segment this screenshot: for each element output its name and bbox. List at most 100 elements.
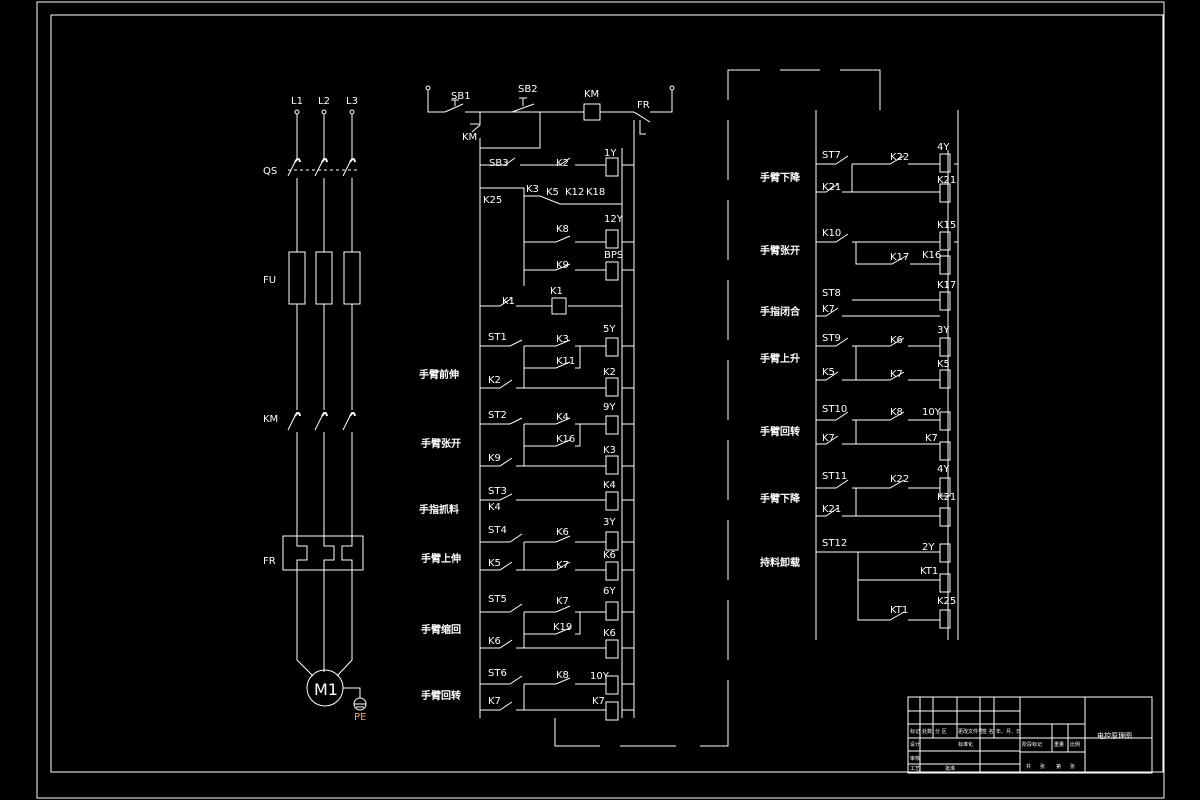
title-block-cells: 标记 处数 分 区 更改文件号 签 名 年、月、日 设计 标准化 阶段标记 重量… (910, 728, 1132, 772)
tb-cell: 标记 (910, 728, 920, 735)
contact-label: ST1 (488, 332, 507, 343)
km-hold-label: KM (462, 132, 477, 143)
coil-label: K16 (922, 250, 941, 261)
contact-label: K4 (488, 502, 501, 513)
contact-label: K2 (556, 158, 569, 169)
function-label: 手臂前伸 (419, 368, 459, 381)
coil (939, 543, 951, 563)
coil-label: 9Y (603, 402, 616, 413)
contact-label: ST3 (488, 486, 507, 497)
function-label: 手指抓料 (419, 503, 459, 516)
tb-cell: 张 (1070, 763, 1075, 770)
contact-label: ST2 (488, 410, 507, 421)
km-coil (583, 103, 601, 121)
tb-cell: 设计 (910, 741, 920, 748)
contact-label: ST8 (822, 288, 841, 299)
tb-cell: 批准 (945, 765, 955, 772)
coil (605, 701, 619, 721)
pe-label: PE (354, 712, 366, 723)
phase-label: L3 (346, 96, 358, 107)
contact-label: K9 (488, 453, 501, 464)
coil (605, 415, 619, 435)
fuse (288, 251, 306, 305)
coil (605, 157, 619, 177)
control-circuit: SB1 SB2 KM FR KM (419, 69, 881, 747)
contact-label: K3 (556, 334, 569, 345)
function-label: 手臂下降 (760, 492, 801, 505)
coil (939, 291, 951, 311)
coil (939, 231, 951, 251)
right-control-labels: ST7 K22 4Y K21 K21 K10 K15 K17 K16 ST8 K… (760, 142, 956, 616)
contact-label: ST7 (822, 150, 841, 161)
control-labels: SB3 K2 1Y K3 K5 K12 K18 K25 K8 12Y K9 BP… (419, 148, 624, 707)
contact-label: K7 (556, 560, 569, 571)
coil-label: K5 (937, 359, 950, 370)
sb1-label: SB1 (451, 91, 471, 102)
motor-label: M1 (314, 680, 338, 699)
contact-label: K8 (556, 224, 569, 235)
outer-border (36, 1, 1165, 799)
tb-cell: 分 区 (935, 728, 947, 735)
contact-label: K5 (488, 558, 501, 569)
coil-label: KT1 (920, 566, 938, 577)
contact-label: K7 (822, 433, 835, 444)
contact-label: K8 (890, 407, 903, 418)
tb-cell: 更改文件号 (958, 728, 983, 735)
contact-label: K4 (556, 412, 569, 423)
coil (939, 507, 951, 527)
function-label: 手臂缩回 (421, 623, 461, 636)
function-label: 手臂张开 (760, 244, 800, 257)
fr-power-label: FR (263, 556, 276, 567)
contact-label: K18 (586, 187, 605, 198)
contact-label: ST5 (488, 594, 507, 605)
contact-label: K21 (822, 182, 841, 193)
coil-label: K7 (592, 696, 605, 707)
function-label: 手臂下降 (760, 171, 801, 184)
contact-label: K12 (565, 187, 584, 198)
coil-label: K21 (937, 492, 956, 503)
coil-label: BPS (604, 250, 623, 261)
coil (605, 377, 619, 397)
function-label: 手臂回转 (421, 689, 461, 702)
coil (605, 531, 619, 551)
contact-label: K1 (502, 296, 515, 307)
coil-label: K21 (937, 175, 956, 186)
contact-label: K11 (556, 356, 575, 367)
contact-label: K8 (556, 670, 569, 681)
sb2-label: SB2 (518, 84, 538, 95)
function-label: 手指闭合 (760, 305, 801, 318)
fuse (343, 251, 361, 305)
coil-label: K2 (603, 367, 616, 378)
tb-cell: 重量 (1054, 741, 1064, 748)
contact-label: K16 (556, 434, 575, 445)
contact-label: K6 (556, 527, 569, 538)
coil-label: K3 (603, 445, 616, 456)
coil-label: K6 (603, 628, 616, 639)
fu-label: FU (263, 275, 276, 286)
coil-label: 2Y (922, 542, 935, 553)
contact-label: K5 (546, 187, 559, 198)
coil-label: 10Y (590, 671, 610, 682)
coil (939, 477, 951, 497)
coil-label: 4Y (937, 142, 950, 153)
contact-label: K21 (822, 504, 841, 515)
km-coil-label: KM (584, 89, 599, 100)
contact-label: ST6 (488, 668, 507, 679)
contact-label: K9 (556, 260, 569, 271)
tb-cell: 共 (1026, 763, 1031, 770)
function-label: 持料卸载 (760, 556, 800, 569)
coil-label: 10Y (922, 407, 942, 418)
contact-label: ST4 (488, 525, 507, 536)
contact-label: ST10 (822, 404, 847, 415)
tb-cell: 标准化 (958, 741, 973, 748)
coil (605, 675, 619, 695)
contact-label: K3 (526, 184, 539, 195)
km-power-label: KM (263, 414, 278, 425)
contact-label: K7 (556, 596, 569, 607)
tb-cell: 阶段标记 (1022, 741, 1042, 748)
contact-label: K10 (822, 228, 841, 239)
tb-cell: 比例 (1070, 741, 1080, 748)
function-label: 手臂上伸 (421, 552, 461, 565)
contact-label: K7 (822, 304, 835, 315)
